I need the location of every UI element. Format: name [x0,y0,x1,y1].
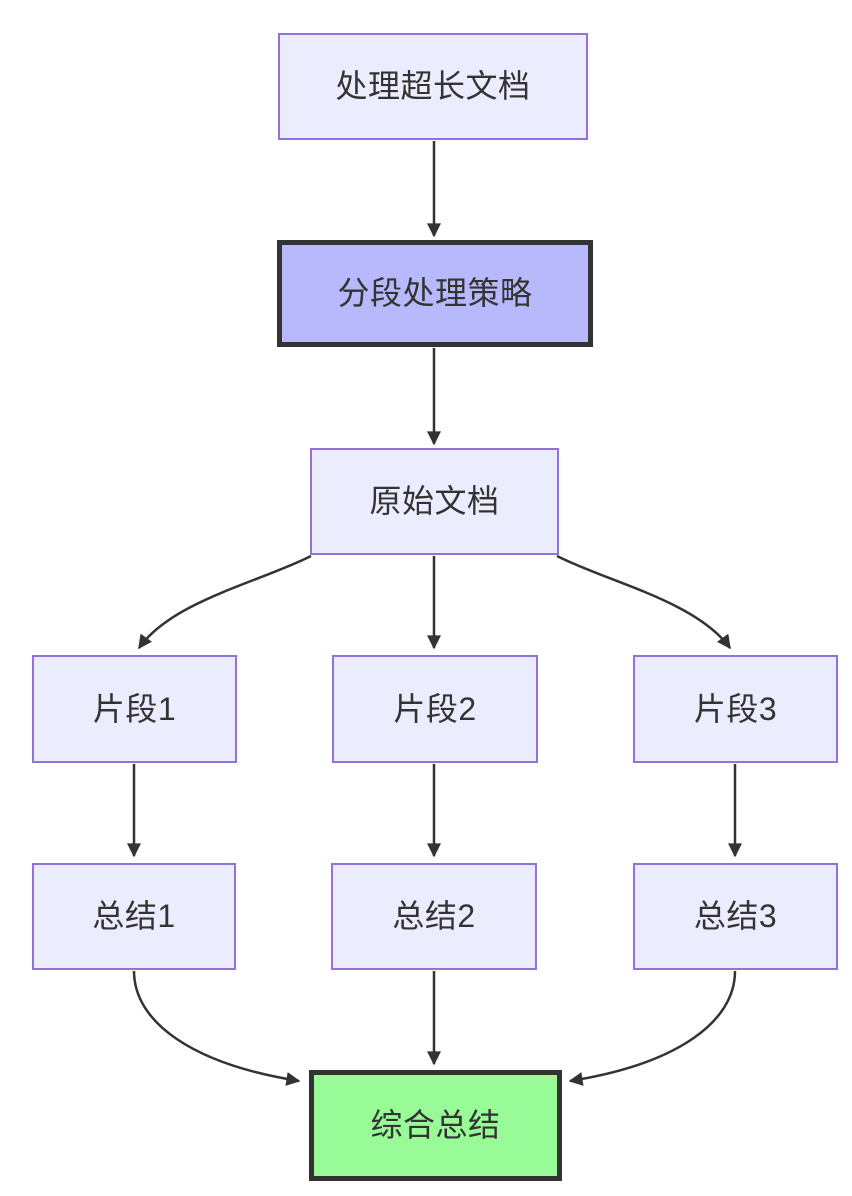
node-summary-1-label: 总结1 [92,898,176,935]
edge-source-doc-to-chunk-3 [556,554,732,650]
node-summary-3-label: 总结3 [693,898,778,935]
node-source-doc-label: 原始文档 [369,483,500,520]
node-task-label: 处理超长文档 [335,68,531,105]
node-summary-2: 总结2 [331,863,537,970]
node-source-doc: 原始文档 [310,448,559,555]
edge-summary-1-to-final [132,970,301,1086]
edge-source-doc-to-chunk-1 [137,554,312,650]
node-summary-2-label: 总结2 [392,898,476,935]
node-final-summary-label: 综合总结 [370,1107,501,1144]
node-summary-1: 总结1 [32,863,236,970]
node-chunk-3-label: 片段3 [693,690,778,727]
node-summary-3: 总结3 [633,863,838,970]
node-task: 处理超长文档 [278,33,588,140]
node-chunk-1: 片段1 [32,655,237,763]
node-final-summary: 综合总结 [309,1070,562,1181]
node-chunk-2-label: 片段2 [393,690,477,727]
node-chunk-1-label: 片段1 [92,690,177,727]
node-strategy: 分段处理策略 [277,240,593,347]
node-chunk-3: 片段3 [633,655,838,763]
edge-summary-3-to-final [568,970,737,1086]
node-chunk-2: 片段2 [332,655,538,763]
node-strategy-label: 分段处理策略 [337,275,533,312]
